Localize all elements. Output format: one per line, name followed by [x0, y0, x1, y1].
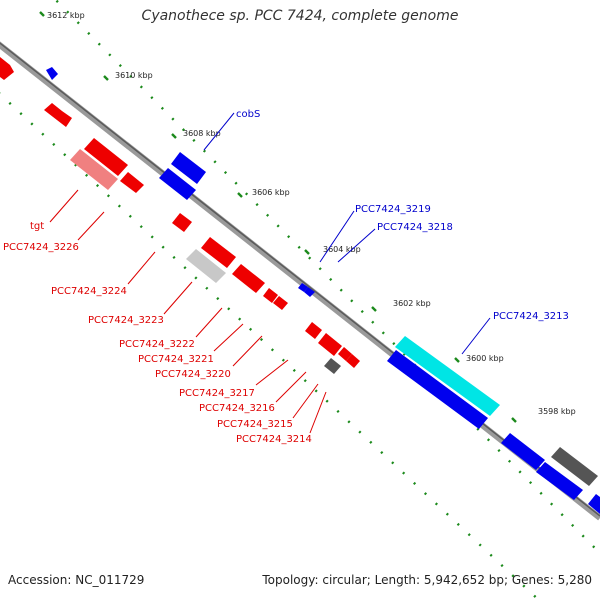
leader-line — [195, 307, 223, 338]
gene-label: PCC7424_3223 — [88, 315, 164, 326]
feature-tgt[interactable] — [70, 149, 118, 190]
feature-forward[interactable] — [304, 287, 315, 297]
leader-line — [77, 211, 105, 241]
leader-line — [292, 383, 319, 419]
gene-label: PCC7424_3216 — [199, 403, 275, 414]
feature-hypothetical[interactable] — [324, 358, 341, 374]
ruler-label: 3600 kbp — [466, 354, 504, 363]
reverse-label-leaders — [49, 189, 327, 434]
feature-reverse[interactable] — [263, 288, 278, 303]
feature-reverse[interactable] — [232, 264, 265, 293]
feature-forward[interactable] — [501, 433, 545, 470]
feature-pseudo[interactable] — [186, 249, 226, 283]
feature-reverse[interactable] — [44, 103, 72, 127]
feature-forward[interactable] — [298, 283, 308, 292]
ruler-tick — [304, 249, 310, 255]
leader-line — [232, 335, 263, 367]
ruler-tick — [237, 192, 243, 198]
feature-reverse[interactable] — [338, 347, 352, 361]
leader-line — [337, 228, 376, 263]
ruler-tick — [511, 417, 517, 423]
ruler-label: 3606 kbp — [252, 188, 290, 197]
accession-label: Accession: NC_011729 — [8, 573, 145, 587]
feature-reverse[interactable] — [0, 57, 14, 80]
ruler-label: 3604 kbp — [323, 245, 361, 254]
leader-line — [203, 112, 235, 151]
ruler-ticks — [39, 11, 517, 423]
leader-line — [275, 371, 307, 403]
gene-label: cobS — [236, 109, 260, 120]
gene-label: PCC7424_3217 — [179, 388, 255, 399]
feature-reverse[interactable] — [172, 213, 192, 232]
ruler-tick — [454, 357, 460, 363]
feature-reverse[interactable] — [318, 333, 342, 356]
leader-line — [255, 359, 289, 386]
ruler-label: 3602 kbp — [393, 299, 431, 308]
feature-reverse[interactable] — [305, 322, 322, 339]
ruler-label: 3612 kbp — [47, 11, 85, 20]
gene-label: PCC7424_3218 — [377, 222, 453, 233]
leader-line — [49, 189, 79, 223]
gene-label: PCC7424_3222 — [119, 339, 195, 350]
gene-label: PCC7424_3219 — [355, 204, 431, 215]
leader-line — [127, 251, 156, 285]
feature-reverse[interactable] — [120, 172, 144, 193]
reverse-strand-features — [0, 57, 360, 374]
feature-reverse[interactable] — [273, 296, 288, 310]
ruler-tick — [371, 306, 377, 312]
genome-summary: Topology: circular; Length: 5,942,652 bp… — [262, 573, 592, 587]
gene-label: PCC7424_3224 — [51, 286, 127, 297]
gene-label: PCC7424_3213 — [493, 311, 569, 322]
ruler-tick — [39, 11, 45, 17]
feature-reverse[interactable] — [201, 237, 236, 268]
backbone — [0, 41, 600, 521]
gene-label: PCC7424_3220 — [155, 369, 231, 380]
feature-reverse[interactable] — [346, 354, 360, 368]
gene-label: tgt — [30, 221, 44, 232]
feature-forward[interactable] — [588, 494, 600, 514]
gene-label: PCC7424_3221 — [138, 354, 214, 365]
feature-reverse[interactable] — [84, 138, 128, 176]
feature-forward[interactable] — [387, 350, 488, 429]
ruler-label: 3608 kbp — [183, 129, 221, 138]
ruler-tick — [103, 75, 109, 81]
ruler-tick — [171, 133, 177, 139]
feature-hypothetical[interactable] — [551, 447, 598, 486]
gene-label: PCC7424_3226 — [3, 242, 79, 253]
leader-line — [319, 210, 355, 263]
map-title: Cyanothece sp. PCC 7424, complete genome — [141, 8, 459, 24]
ruler-inner-dots — [0, 92, 541, 600]
feature-forward[interactable] — [46, 67, 58, 80]
feature-forward[interactable] — [159, 168, 196, 200]
ruler-label: 3598 kbp — [538, 407, 576, 416]
feature-PCC7424_3213[interactable] — [395, 336, 500, 416]
forward-strand-features — [46, 67, 600, 514]
leader-line — [213, 323, 244, 352]
gene-label: PCC7424_3214 — [236, 434, 312, 445]
ruler-label: 3610 kbp — [115, 71, 153, 80]
leader-line — [461, 317, 491, 355]
leader-line — [309, 391, 327, 434]
feature-cobS[interactable] — [171, 152, 206, 184]
gene-label: PCC7424_3215 — [217, 419, 293, 430]
forward-label-leaders — [203, 112, 491, 355]
leader-line — [163, 281, 193, 315]
feature-forward[interactable] — [536, 462, 583, 500]
